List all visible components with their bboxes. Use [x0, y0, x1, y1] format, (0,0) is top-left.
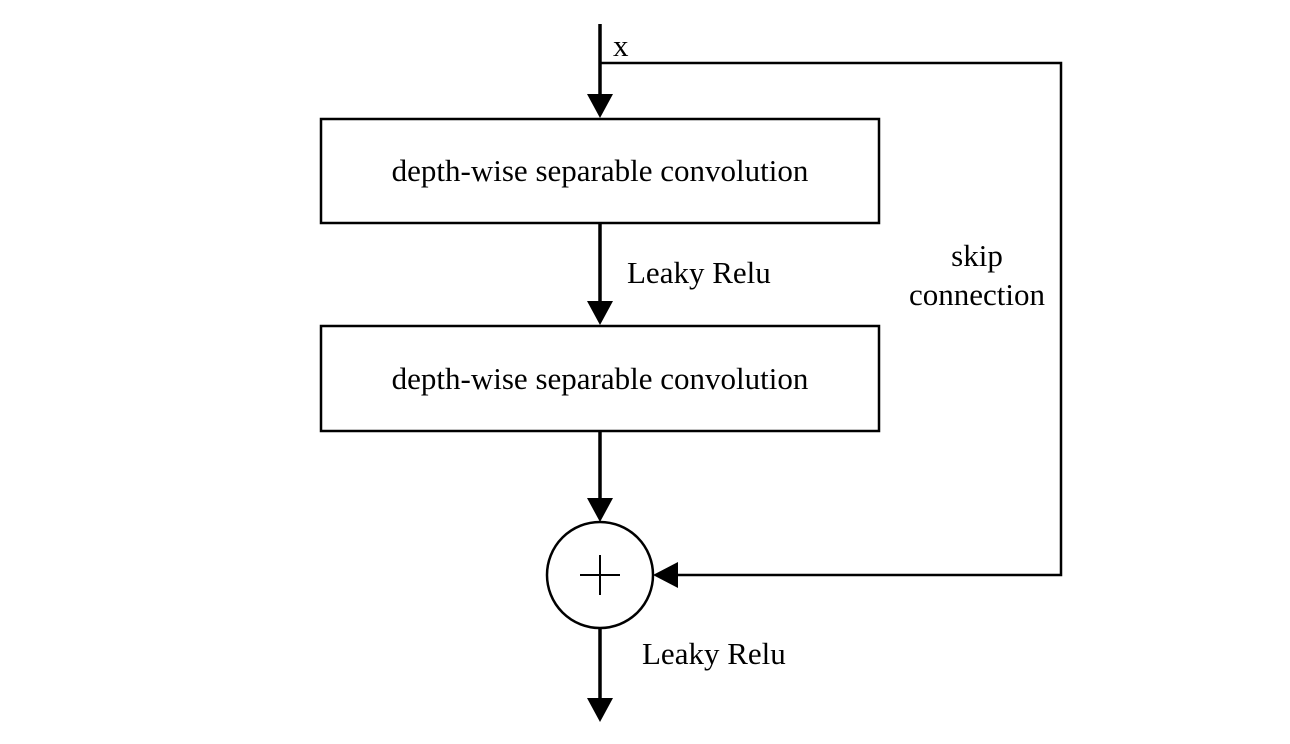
conv-block-1-box — [319, 117, 881, 225]
input-arrow-head — [587, 94, 613, 118]
skip-connection-arrow-head — [653, 562, 678, 588]
skip-connection-line — [600, 61, 1063, 577]
conv-block-2-label: depth-wise separable convolution — [392, 361, 809, 396]
conv-block-1: depth-wise separable convolution — [319, 117, 881, 225]
skip-connection-label-line1: skip — [951, 238, 1003, 273]
conv-block-2-box — [319, 324, 881, 433]
sum-node — [545, 520, 655, 630]
output-arrow-head — [587, 698, 613, 722]
conv-block-1-label: depth-wise separable convolution — [392, 153, 809, 188]
block1-to-block2-arrow-head — [587, 301, 613, 325]
skip-connection-label-line2: connection — [909, 277, 1046, 312]
conv-block-2: depth-wise separable convolution — [319, 324, 881, 433]
activation-1-label: Leaky Relu — [627, 255, 771, 290]
input-label: x — [613, 28, 629, 63]
block2-to-sum-arrow-head — [587, 498, 613, 522]
activation-2-label: Leaky Relu — [642, 636, 786, 671]
